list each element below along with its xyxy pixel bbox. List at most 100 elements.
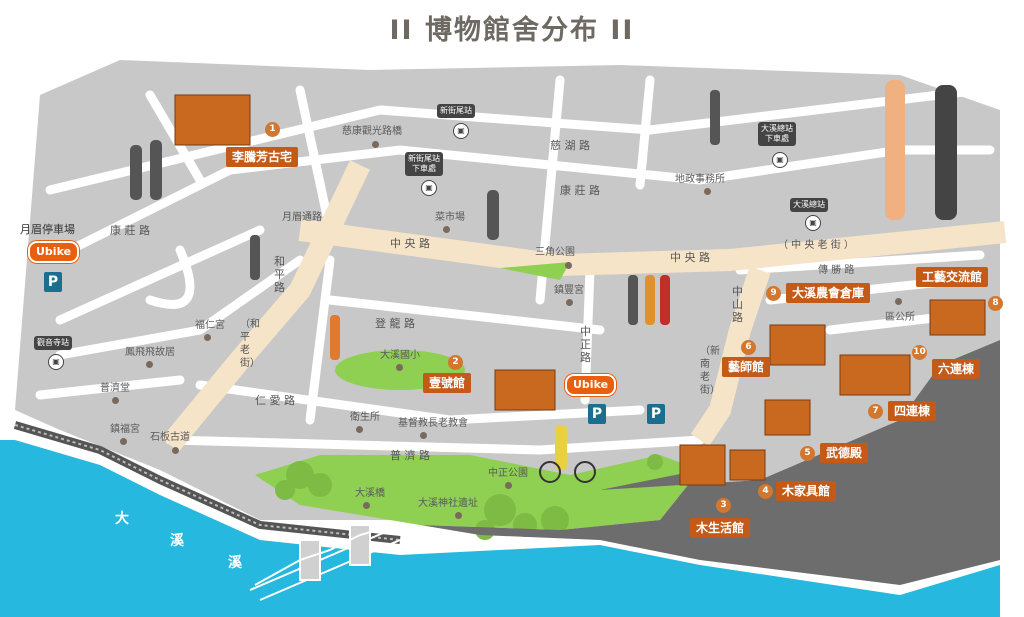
dot-daxi-bridge [363, 502, 370, 509]
bus-icon-daxi-dropoff: ▣ [772, 152, 788, 168]
bus-dropoff-daxi[interactable]: 大溪總站 下車處 [758, 122, 796, 146]
museum-9-number: 9 [766, 286, 781, 301]
museum-2-label[interactable]: 壹號館 [423, 373, 472, 393]
dot-fuzhen [566, 299, 573, 306]
museum-1-label[interactable]: 李騰芳古宅 [226, 147, 299, 167]
road-zhongzheng: 中正路 [580, 325, 591, 364]
road-heping: 和平路 [274, 255, 285, 294]
label-fuyin: 福仁宮 [195, 320, 225, 331]
museum-6-label[interactable]: 藝師館 [722, 357, 771, 377]
road-heping-old: （和平老街） [240, 319, 260, 369]
triangle-park [500, 262, 570, 280]
bus-dropoff-daxi-line2: 下車處 [765, 134, 789, 143]
dot-land-office [704, 188, 711, 195]
road-old-street: （ 中 央 老 街 ） [778, 240, 854, 251]
label-land-office: 地政事務所 [675, 174, 725, 185]
museum-10-number: 10 [912, 345, 927, 360]
parking-zhongzheng-2[interactable]: P [647, 404, 665, 424]
museum-4-number: 4 [758, 484, 773, 499]
museum-8-number: 8 [988, 296, 1003, 311]
label-stone-stair: 石板古道 [150, 432, 190, 443]
river-name-2: 溪 [170, 533, 184, 549]
museum-7-number: 7 [868, 404, 883, 419]
dot-elementary [396, 364, 403, 371]
bus-dropoff-xinjie-line1: 新街尾站 [408, 154, 440, 163]
label-pujitang: 普濟堂 [100, 383, 130, 394]
museum-3-label[interactable]: 木生活館 [690, 518, 751, 538]
bus-stop-xinjie[interactable]: 新街尾站 [437, 104, 475, 118]
museum-10-label[interactable]: 六連棟 [932, 359, 981, 379]
road-kangzhuang-w: 康 莊 路 [110, 224, 150, 237]
label-zhongzheng-park: 中正公園 [488, 468, 528, 479]
river-name-1: 大 [115, 511, 129, 527]
parking-zhongzheng-1[interactable]: P [588, 404, 606, 424]
dot-church [420, 432, 427, 439]
dot-pujitang [112, 397, 119, 404]
zhongzheng-park [255, 455, 700, 530]
dot-fushen [120, 438, 127, 445]
label-health: 衛生所 [350, 412, 380, 423]
riverbank [420, 340, 1000, 585]
bus-stop-daxi-terminal[interactable]: 大溪總站 [790, 198, 828, 212]
museum-3-number: 3 [716, 498, 731, 513]
bus-dropoff-xinjie[interactable]: 新街尾站 下車處 [405, 152, 443, 176]
bus-dropoff-xinjie-line2: 下車處 [412, 164, 436, 173]
dot-fuyin [204, 334, 211, 341]
museum-5-number: 5 [800, 446, 815, 461]
bus-icon-guanyin: ▣ [48, 354, 64, 370]
road-kangzhuang-e: 康 莊 路 [560, 184, 600, 197]
museum-4-label[interactable]: 木家具館 [776, 481, 837, 501]
dot-zhongzheng-park [505, 482, 512, 489]
parking-yuemei[interactable]: P [44, 272, 62, 292]
road-denglong: 登 龍 路 [375, 317, 415, 330]
museum-5-label[interactable]: 武德殿 [820, 443, 869, 463]
ubike-yuemei[interactable]: Ubike [28, 241, 80, 263]
museum-9-label[interactable]: 大溪農會倉庫 [786, 283, 871, 303]
daxi-river [0, 440, 1000, 617]
label-market: 菜市場 [435, 212, 465, 223]
bus-icon-daxi-terminal: ▣ [805, 215, 821, 231]
bus-icon-xinjie: ▣ [453, 123, 469, 139]
road-zhongyang-e: 中 央 路 [670, 251, 710, 264]
museum-buildings [174, 94, 986, 486]
museum-2-number: 2 [448, 355, 463, 370]
label-church: 基督教長老教會 [398, 418, 468, 429]
road-puji: 普 濟 路 [390, 449, 430, 462]
dot-shrine [455, 512, 462, 519]
label-district-office: 區公所 [885, 312, 915, 323]
bus-stop-guanyin[interactable]: 觀音寺站 [34, 336, 72, 350]
road-zhongyang-w: 中 央 路 [390, 237, 430, 250]
museum-8-label[interactable]: 工藝交流館 [916, 267, 989, 287]
road-xinnan: （新南老街） [700, 346, 720, 396]
label-elementary: 大溪國小 [380, 350, 420, 361]
river-name-3: 溪 [228, 555, 242, 571]
label-fuzhen: 鎮豐宮 [554, 285, 584, 296]
dot-triangle-park [565, 262, 572, 269]
label-triangle-park: 三角公園 [535, 247, 575, 258]
label-cihu-center: 慈康觀光路橋 [342, 126, 402, 137]
bus-dropoff-daxi-line1: 大溪總站 [761, 124, 793, 133]
dot-district-office [895, 298, 902, 305]
dot-fengfei [146, 361, 153, 368]
museum-6-number: 6 [741, 340, 756, 355]
ubike-zhongzheng[interactable]: Ubike [565, 374, 617, 396]
museum-1-number: 1 [265, 122, 280, 137]
label-shrine: 大溪神社遺址 [418, 498, 478, 509]
page-title: II 博物館舍分布 II [389, 15, 635, 46]
daxi-bridge [249, 524, 401, 601]
road-yuemei: 月眉通路 [282, 212, 322, 223]
label-fengfei: 鳳飛飛故居 [125, 347, 175, 358]
label-yuemei-parking: 月眉停車場 [20, 223, 75, 236]
dot-cihu-center [372, 141, 379, 148]
bus-icon-xinjie-dropoff: ▣ [421, 180, 437, 196]
road-chuansheng: 傳 勝 路 [818, 265, 855, 276]
road-renai: 仁 愛 路 [255, 394, 295, 407]
dot-stone-stair [172, 447, 179, 454]
label-fushen: 鎮福宮 [110, 424, 140, 435]
people-figures [130, 80, 957, 470]
road-cihu: 慈 湖 路 [550, 139, 590, 152]
dot-market [443, 226, 450, 233]
museum-7-label[interactable]: 四連棟 [888, 401, 937, 421]
park-trees [275, 454, 663, 540]
